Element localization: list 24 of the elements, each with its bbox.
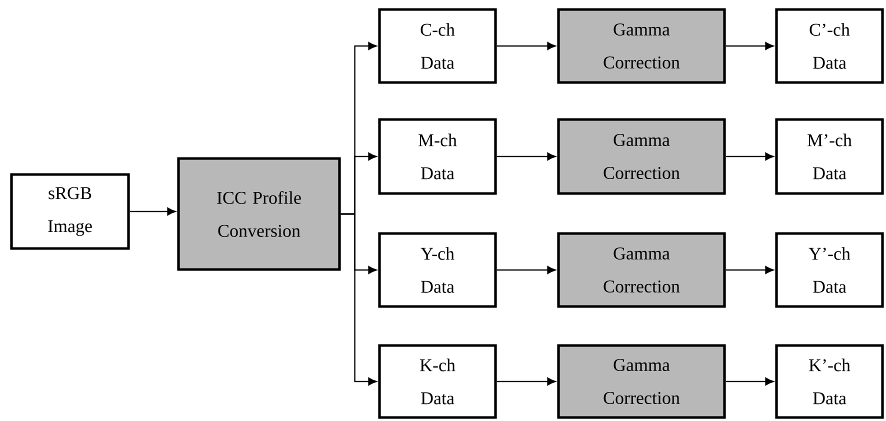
process-box: Gamma Correction [557, 8, 726, 84]
arrow [726, 378, 774, 386]
arrow [130, 208, 176, 216]
arrow [496, 152, 556, 160]
input-box: sRGB Image [10, 173, 130, 250]
process-box: Gamma Correction [557, 232, 726, 308]
arrow [496, 266, 556, 274]
arrow [726, 266, 774, 274]
process-box: Gamma Correction [557, 344, 726, 419]
data-box: K’-ch Data [775, 344, 884, 419]
arrow [340, 213, 377, 386]
arrow [726, 42, 774, 50]
data-box: C’-ch Data [775, 8, 884, 84]
data-box: K-ch Data [378, 344, 497, 419]
arrow [726, 152, 774, 160]
data-box: M-ch Data [378, 118, 497, 195]
data-box: Y’-ch Data [775, 232, 884, 308]
arrow [496, 42, 556, 50]
arrow [496, 378, 556, 386]
process-box: Gamma Correction [557, 118, 726, 195]
data-box: C-ch Data [378, 8, 497, 84]
data-box: M’-ch Data [775, 118, 884, 195]
data-box: Y-ch Data [378, 232, 497, 308]
process-box: ICC Profile Conversion [177, 157, 341, 271]
